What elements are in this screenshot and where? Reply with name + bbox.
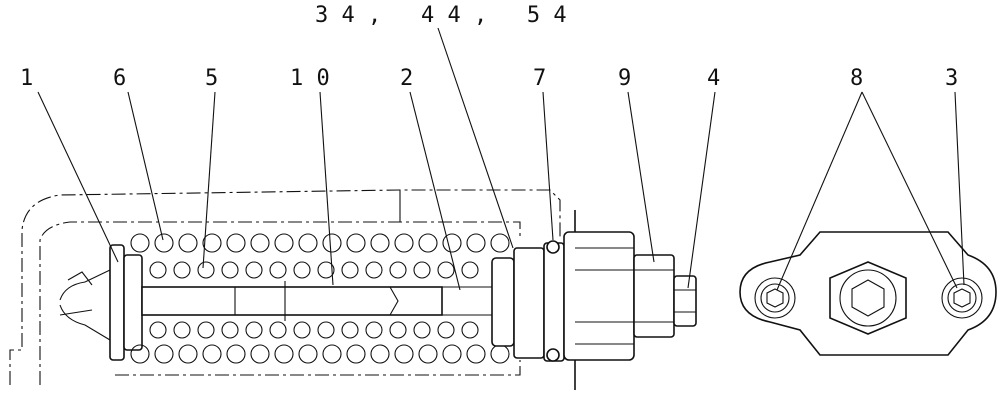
spring-coil xyxy=(293,261,311,279)
spring-coil xyxy=(490,233,510,253)
spring-coil xyxy=(197,321,215,339)
spring-coil xyxy=(173,261,191,279)
callout-labels: 1 6 5 1 0 2 3 4 , 4 4 , 5 4 7 9 4 8 3 xyxy=(20,3,958,91)
spring-coil xyxy=(413,321,431,339)
spring-coil xyxy=(274,344,294,364)
callout-1: 1 xyxy=(20,66,33,91)
callout-34-44-54: 3 4 , 4 4 , 5 4 xyxy=(315,3,567,28)
spring-coil xyxy=(245,261,263,279)
spring-coil xyxy=(154,233,174,253)
spring-coil xyxy=(197,261,215,279)
spring-coil xyxy=(178,233,198,253)
ball-seat xyxy=(59,269,111,341)
spring-coil xyxy=(466,344,486,364)
spring-coil xyxy=(418,344,438,364)
spring-coil xyxy=(389,321,407,339)
rod xyxy=(141,281,495,321)
spring-coil xyxy=(221,321,239,339)
inner-spring xyxy=(149,261,479,339)
spring-coil xyxy=(394,344,414,364)
callout-4: 4 xyxy=(707,66,720,91)
spring-coil xyxy=(346,233,366,253)
spring-coil xyxy=(418,233,438,253)
spring-coil xyxy=(130,233,150,253)
flange-end-view xyxy=(739,231,997,356)
callout-6: 6 xyxy=(113,66,126,91)
spring-coil xyxy=(269,321,287,339)
spring-coil xyxy=(370,344,390,364)
spring-coil xyxy=(293,321,311,339)
spring-coil xyxy=(437,261,455,279)
spring-coil xyxy=(322,233,342,253)
callout-5: 5 xyxy=(205,66,218,91)
spring-coil xyxy=(149,321,167,339)
spring-coil xyxy=(365,321,383,339)
spring-coil xyxy=(149,261,167,279)
callout-3: 3 xyxy=(945,66,958,91)
spring-coil xyxy=(437,321,455,339)
spring-coil xyxy=(274,233,294,253)
spring-seat-left xyxy=(109,244,143,361)
spring-coil xyxy=(346,344,366,364)
adjuster-body xyxy=(563,231,697,361)
callout-9: 9 xyxy=(618,66,631,91)
spring-coil xyxy=(226,233,246,253)
spring-seat-right xyxy=(491,240,565,362)
spring-coil xyxy=(298,233,318,253)
spring-coil xyxy=(394,233,414,253)
callout-8: 8 xyxy=(850,66,863,91)
spring-coil xyxy=(269,261,287,279)
spring-coil xyxy=(461,321,479,339)
spring-coil xyxy=(317,321,335,339)
outer-spring xyxy=(130,233,510,364)
spring-coil xyxy=(173,321,191,339)
spring-coil xyxy=(298,344,318,364)
spring-coil xyxy=(461,261,479,279)
spring-coil xyxy=(202,233,222,253)
spring-coil xyxy=(442,344,462,364)
spring-coil xyxy=(341,321,359,339)
spring-coil xyxy=(370,233,390,253)
spring-coil xyxy=(250,344,270,364)
spring-coil xyxy=(245,321,263,339)
spring-coil xyxy=(490,344,510,364)
spring-coil xyxy=(154,344,174,364)
spring-coil xyxy=(389,261,407,279)
spring-coil xyxy=(442,233,462,253)
spring-coil xyxy=(317,261,335,279)
leader-lines xyxy=(37,27,965,291)
callout-7: 7 xyxy=(533,66,546,91)
callout-2: 2 xyxy=(400,66,413,91)
spring-coil xyxy=(322,344,342,364)
spring-coil xyxy=(413,261,431,279)
spring-coil xyxy=(130,344,150,364)
spring-coil xyxy=(466,233,486,253)
spring-coil xyxy=(341,261,359,279)
spring-coil xyxy=(365,261,383,279)
spring-coil xyxy=(178,344,198,364)
spring-coil xyxy=(202,344,222,364)
callout-10: 1 0 xyxy=(290,66,330,91)
spring-coil xyxy=(226,344,246,364)
spring-coil xyxy=(221,261,239,279)
spring-coil xyxy=(250,233,270,253)
